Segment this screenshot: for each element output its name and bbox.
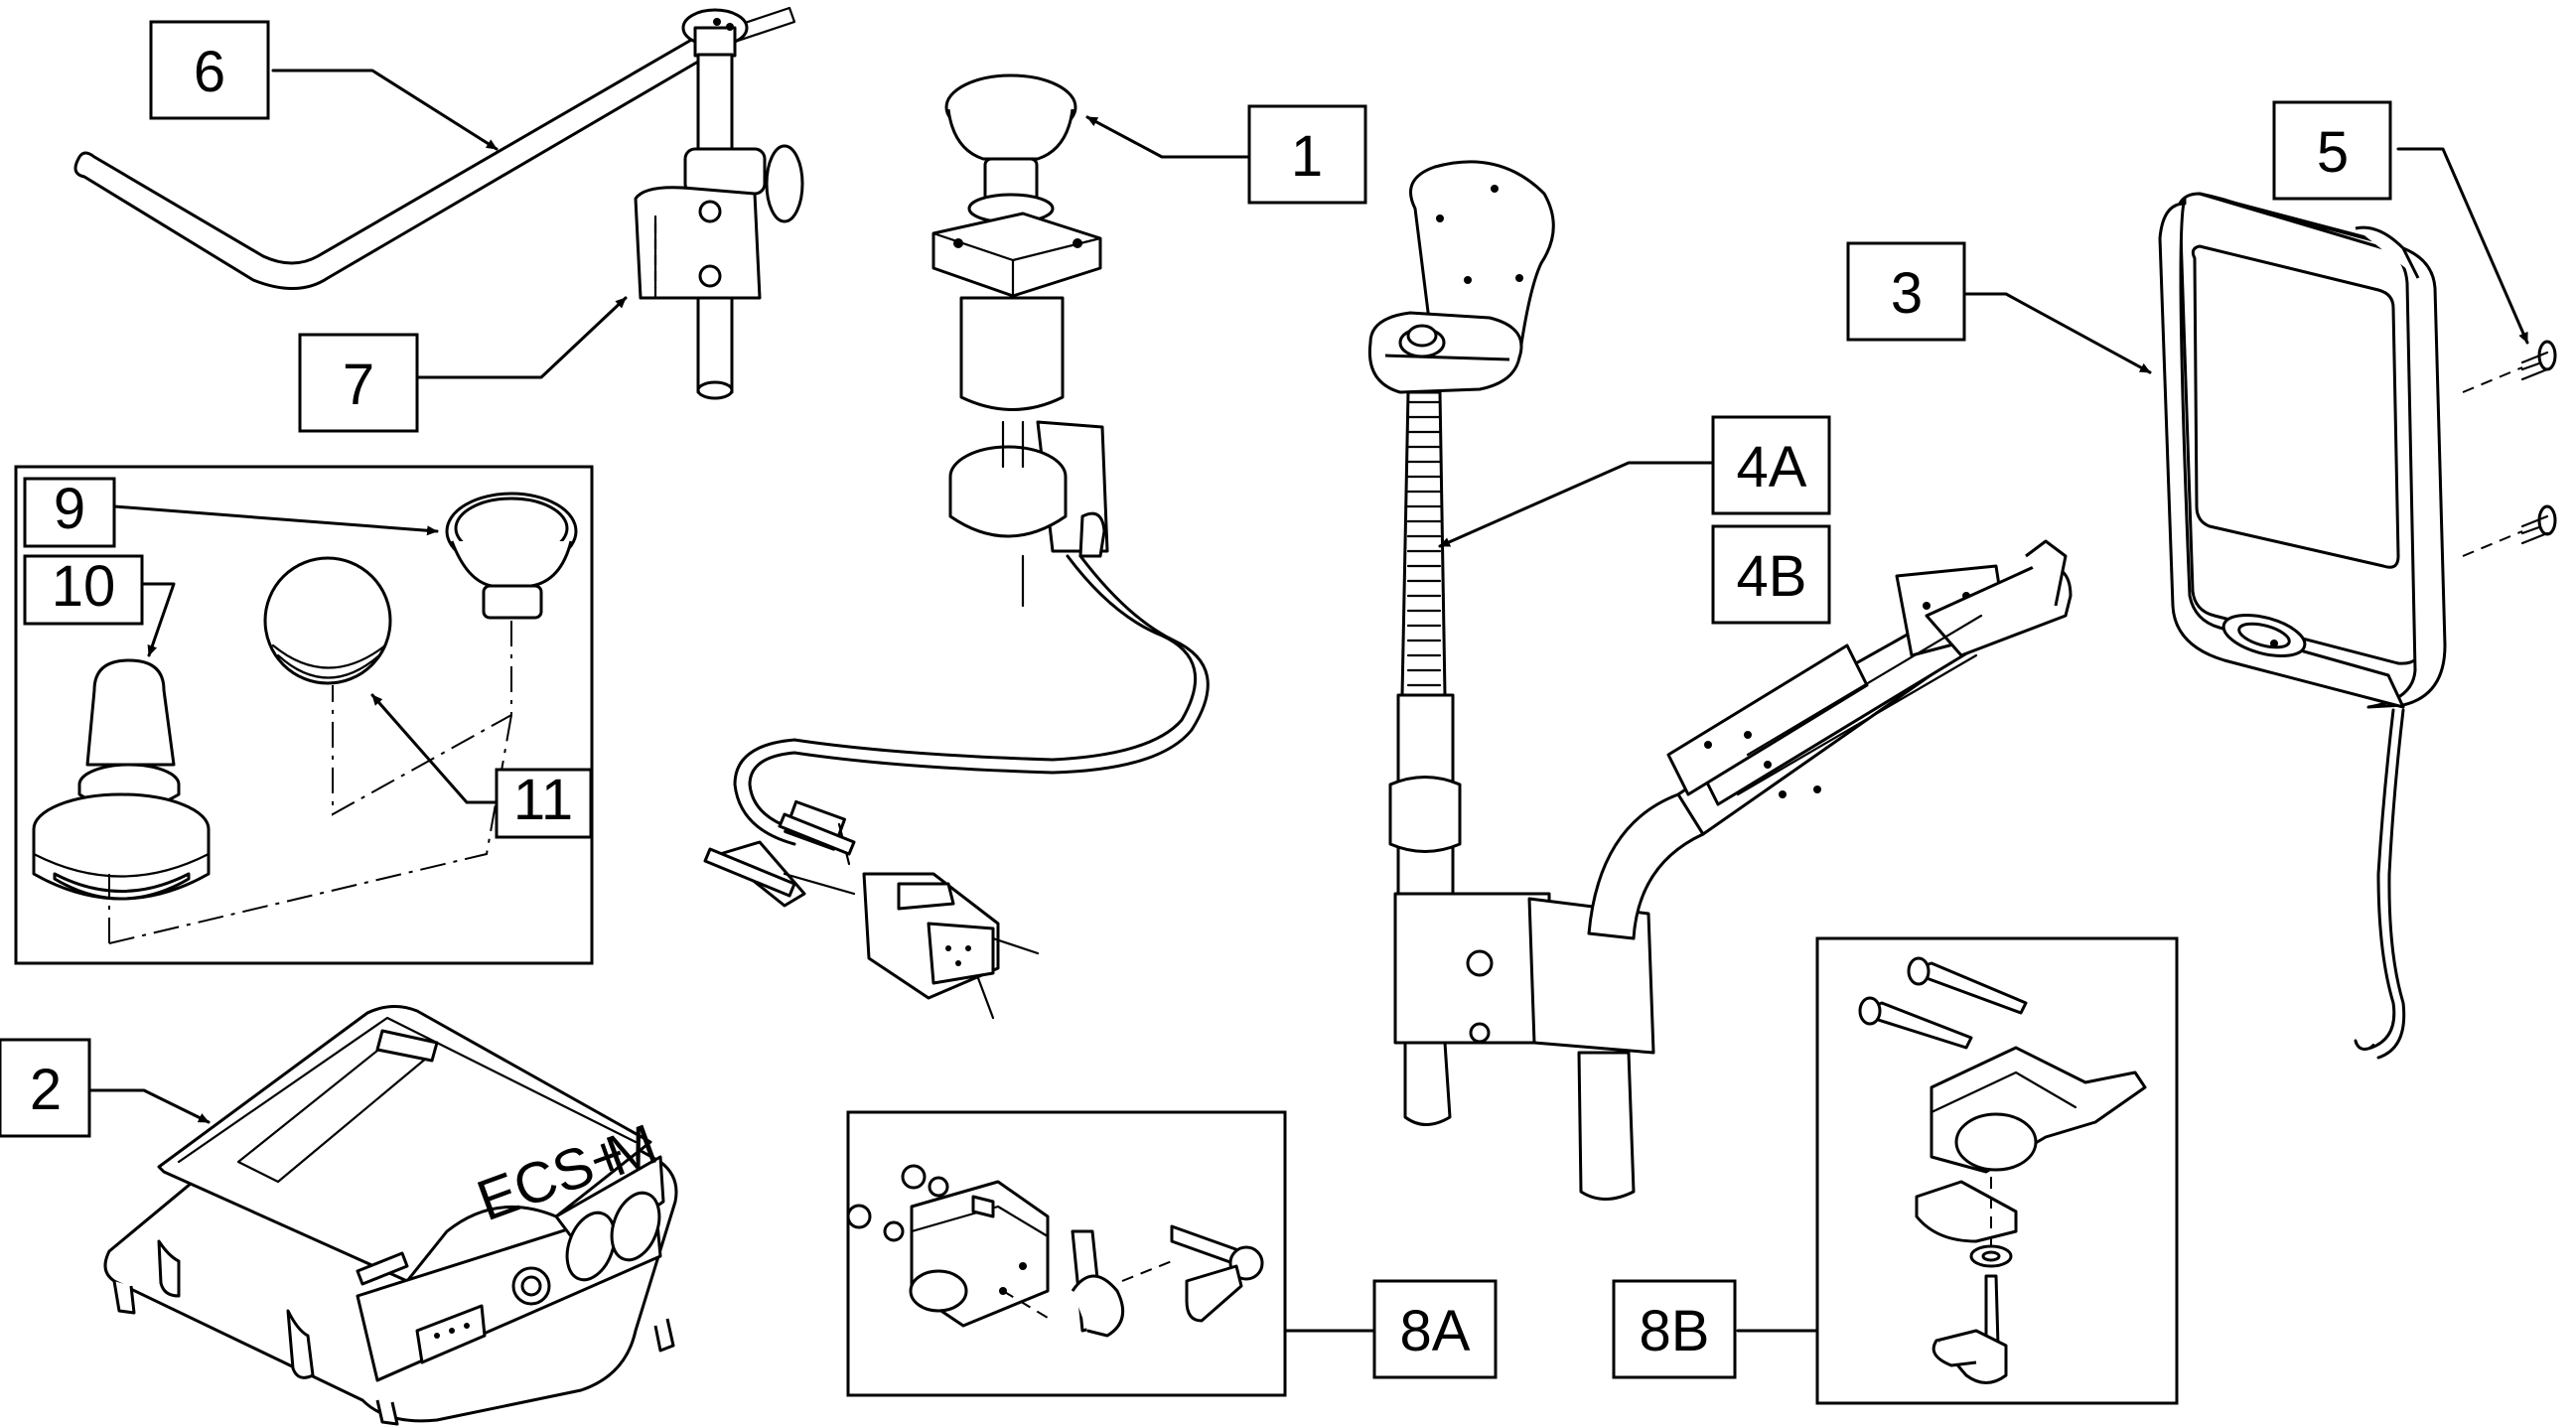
callout-8a: 8A [1372,1279,1498,1379]
callout-10: 10 [23,554,144,626]
callout-11-label: 11 [513,768,573,832]
callout-4a-label: 4A [1737,435,1807,499]
callout-3-label: 3 [1891,261,1923,326]
callout-4a: 4A [1711,415,1831,515]
leader-lines [87,69,2529,1333]
display-screen-part [2158,192,2557,1060]
callout-11: 11 [495,768,593,839]
gooseneck-mount-part [1367,160,2073,1201]
clamp-bracket-8b-part [1858,956,2147,1384]
joystick-knob-parts [32,492,578,944]
callout-9-label: 9 [54,477,85,541]
callout-1-label: 1 [1291,124,1323,189]
callout-1: 1 [1247,104,1367,205]
callout-5: 5 [2272,100,2392,201]
callout-5-label: 5 [2317,120,2349,185]
callout-2: 2 [0,1038,91,1138]
callout-8b-label: 8B [1640,1299,1710,1363]
clamp-bracket-8a-part [846,1164,1264,1338]
callout-3: 3 [1846,241,1966,342]
callout-4b: 4B [1711,524,1831,625]
callout-8a-label: 8A [1400,1299,1471,1363]
swing-away-bar-part [73,6,804,400]
callout-6: 6 [149,20,270,120]
callout-9: 9 [23,477,116,548]
callout-6-label: 6 [194,40,225,104]
callout-7-label: 7 [343,353,374,417]
control-module-part: ECS+ M [103,1005,678,1426]
joystick-mount-part [703,73,1210,1020]
callout-7: 7 [298,333,419,433]
callout-8b: 8B [1612,1279,1737,1379]
callout-4b-label: 4B [1737,544,1807,609]
callout-10-label: 10 [52,554,116,619]
callout-2-label: 2 [30,1058,62,1122]
